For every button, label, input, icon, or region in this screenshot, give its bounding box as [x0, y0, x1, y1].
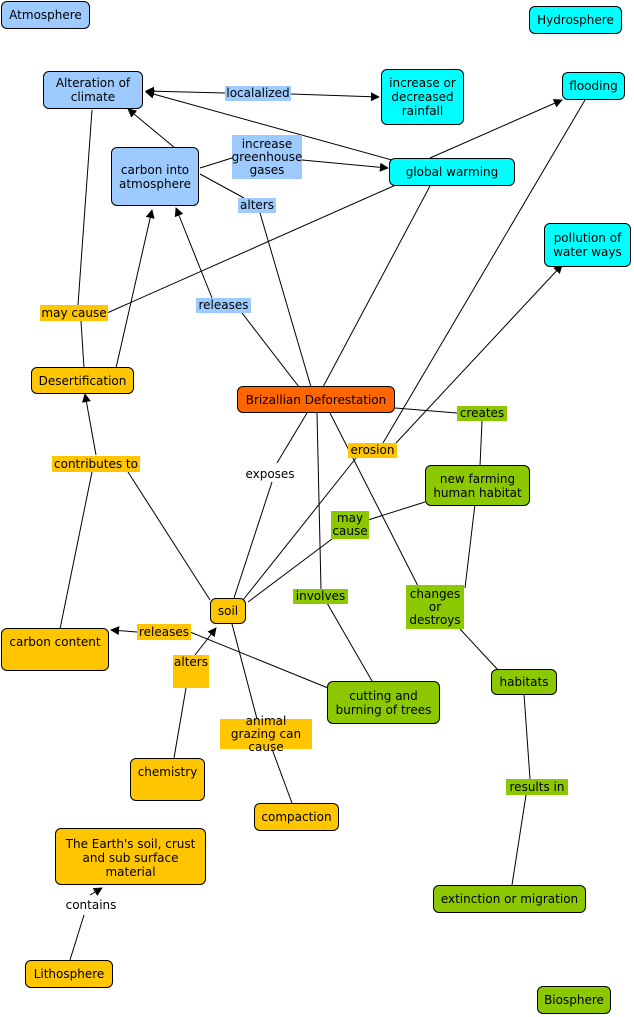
link-releases-to-carbon: [174, 207, 213, 299]
label-involves: involves: [293, 589, 348, 604]
link-globalwarming-to-alteration: [145, 89, 393, 161]
link-maycause-to-soil: [247, 538, 333, 603]
link-contributes-to-desertification: [82, 393, 97, 456]
link-localalized-to-rainfall: [290, 92, 380, 102]
earth-soil-node[interactable]: The Earth's soil, crust and sub surface …: [55, 828, 206, 885]
link-grazing-to-compaction: [271, 748, 293, 804]
label-increase-greenhouse: increase greenhouse gases: [232, 135, 302, 179]
link-localalized-to-alteration: [145, 86, 226, 96]
label-animal-grazing: animal grazing can cause: [220, 714, 312, 753]
link-greenhouse-to-globalwarming: [301, 159, 389, 172]
hydrosphere-node[interactable]: Hydrosphere: [529, 6, 622, 34]
biosphere-node[interactable]: Biosphere: [537, 986, 611, 1014]
label-contributes-to: contributes to: [52, 456, 140, 472]
link-carbon-to-alteration: [127, 108, 176, 149]
label-erosion: erosion: [348, 443, 397, 458]
link-alters-to-soil: [194, 627, 217, 656]
soil-node[interactable]: soil: [210, 598, 246, 624]
link-soil-to-grazing: [231, 623, 258, 720]
chemistry-node[interactable]: chemistry: [130, 758, 205, 801]
global-warming-node[interactable]: global warming: [389, 158, 515, 186]
label-may-cause-mid: may cause: [331, 511, 369, 539]
link-globalwarming-to-flooding: [429, 99, 563, 159]
link-creates-to-farming: [479, 420, 483, 467]
compaction-node[interactable]: compaction: [254, 803, 339, 831]
desertification-node[interactable]: Desertification: [31, 367, 134, 394]
extinction-migration-node[interactable]: extinction or migration: [433, 885, 586, 913]
label-releases-bottom: releases: [137, 624, 191, 640]
link-soil-to-contributes: [127, 471, 211, 601]
link-globalwarming-to-maycause: [106, 183, 399, 314]
link-soil-to-erosion: [242, 457, 357, 601]
link-carbon-to-alters: [199, 173, 245, 199]
atmosphere-node[interactable]: Atmosphere: [1, 1, 90, 29]
link-changes-to-habitats: [459, 628, 499, 671]
rainfall-node[interactable]: increase or decreased rainfall: [381, 69, 464, 125]
label-releases-top: releases: [196, 298, 251, 313]
label-creates: creates: [457, 406, 507, 421]
label-results-in: results in: [506, 779, 568, 795]
link-habitats-to-resultsin: [523, 693, 531, 780]
link-lithosphere-to-contains: [69, 914, 85, 961]
link-deforestation-to-changes: [329, 412, 419, 587]
link-deforestation-to-globalwarming: [322, 185, 431, 388]
alteration-climate-node[interactable]: Alteration of climate: [43, 71, 143, 109]
link-erosion-to-pollution: [395, 264, 563, 444]
link-deforestation-to-involves: [316, 412, 322, 590]
link-carbon-to-greenhouse: [199, 157, 233, 169]
label-localalized: localalized: [225, 86, 291, 101]
flooding-node[interactable]: flooding: [562, 72, 625, 100]
link-involves-to-cutting: [326, 602, 373, 682]
habitats-node[interactable]: habitats: [491, 669, 557, 695]
label-changes-destroys: changes or destroys: [406, 585, 464, 629]
link-erosion-to-flooding: [382, 99, 586, 444]
link-farming-to-changes: [464, 503, 476, 589]
link-carboncontent-to-contributes: [59, 471, 93, 630]
link-resultsin-to-extinction: [511, 794, 527, 886]
link-releases-to-carboncontent: [110, 626, 138, 636]
carbon-content-node[interactable]: carbon content: [1, 628, 109, 671]
link-exposes-to-soil: [233, 481, 273, 599]
label-alters-top: alters: [238, 198, 276, 213]
label-contains: contains: [63, 896, 119, 914]
deforestation-node[interactable]: Brizallian Deforestation: [237, 386, 395, 413]
link-contains-to-earthsoil: [89, 887, 103, 896]
link-maycause-to-desertification: [80, 320, 85, 369]
link-deforestation-to-exposes: [276, 412, 308, 464]
link-alters-to-deforestation: [259, 212, 312, 388]
lithosphere-node[interactable]: Lithosphere: [25, 960, 113, 988]
link-desertification-to-carbon: [115, 209, 155, 369]
label-alters-bottom: alters: [173, 655, 209, 688]
link-deforestation-to-releases: [241, 312, 300, 388]
farming-habitat-node[interactable]: new farming human habitat: [425, 465, 530, 506]
link-cutting-to-releases: [189, 631, 329, 689]
label-may-cause-top: may cause: [40, 305, 108, 321]
cutting-burning-node[interactable]: cutting and burning of trees: [327, 681, 440, 724]
label-exposes: exposes: [243, 466, 297, 482]
link-farming-to-maycause: [367, 501, 426, 521]
pollution-waterways-node[interactable]: pollution of water ways: [544, 223, 631, 267]
link-alteration-to-desertification: [77, 109, 93, 306]
carbon-atmosphere-node[interactable]: carbon into atmosphere: [111, 147, 199, 206]
link-chemistry-to-alters: [173, 687, 187, 759]
